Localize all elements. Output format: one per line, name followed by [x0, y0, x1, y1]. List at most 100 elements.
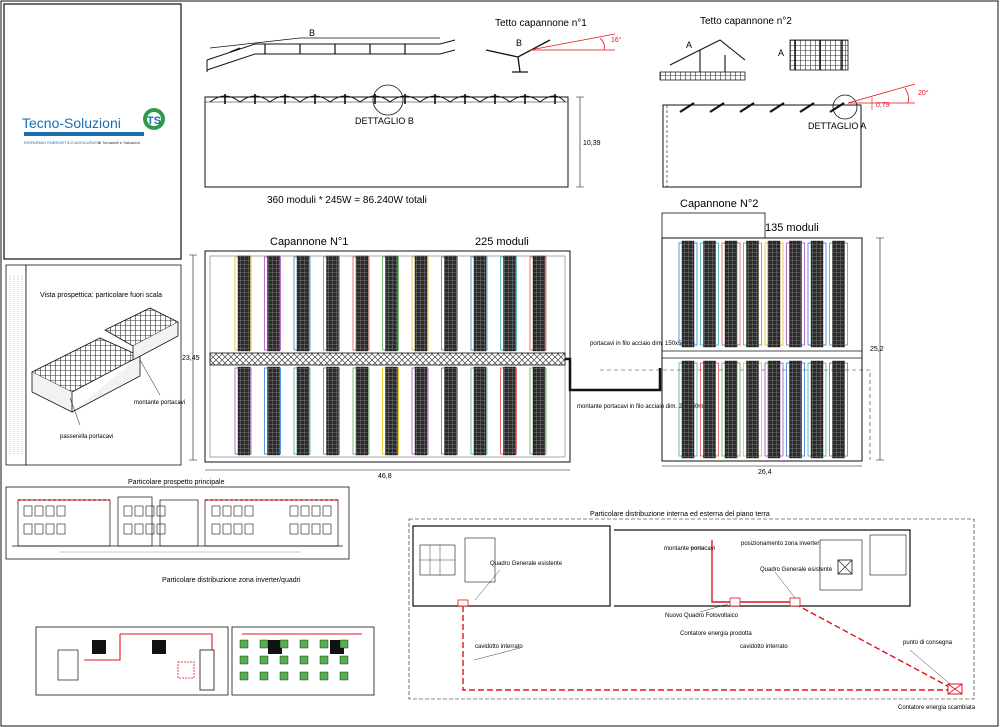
facade-window — [23, 505, 33, 517]
cap1-modules: 225 moduli — [475, 236, 529, 248]
plan-capannone-2: Capannone N°2 135 moduli 25,2 26,4 — [661, 198, 884, 476]
facade-window — [233, 505, 243, 517]
facade-window — [134, 505, 144, 517]
pv-array — [746, 360, 759, 459]
facade-window — [145, 505, 155, 517]
facade-window — [123, 523, 133, 535]
facade-window — [123, 505, 133, 517]
facade-window — [289, 523, 299, 535]
facade-window — [145, 523, 155, 535]
company-logo-icon: TS — [143, 108, 165, 130]
facade-window — [34, 523, 44, 535]
lbl-qg-left: Quadro Generale esistente — [490, 561, 563, 567]
pv-array — [267, 366, 280, 456]
roof-section-b: B — [206, 28, 456, 72]
inverter-unit — [339, 671, 349, 681]
height-dim: 10,39 — [583, 140, 601, 147]
pv-array — [326, 366, 339, 456]
lbl-montante: montante portacavi — [664, 546, 715, 552]
tetto2-dim: 0,79 — [876, 102, 890, 109]
dim-h1: 23,45 — [182, 355, 200, 362]
lbl-qg-right: Quadro Generale esistente — [760, 567, 833, 573]
inverter-unit — [259, 671, 269, 681]
facade-window — [134, 523, 144, 535]
pv-array — [789, 360, 802, 459]
lbl-contatore-prod: Contatore energia prodotta — [680, 631, 752, 637]
lbl-posizionamento: posizionamento zona inverter — [741, 541, 819, 547]
dettaglio-a-label: DETTAGLIO A — [808, 121, 866, 131]
tetto1-angle: 16° — [611, 36, 622, 44]
pv-array — [444, 366, 457, 456]
pv-array — [532, 255, 546, 352]
inverter-unit — [299, 671, 309, 681]
pv-array — [267, 255, 280, 352]
lbl-nuovo-quadro: Nuovo Quadro Fotovoltaico — [665, 613, 739, 619]
facade-window — [56, 523, 66, 535]
facade-window — [244, 505, 254, 517]
perspective-legend: Vista prospettica: particolare fuori sca… — [5, 264, 185, 466]
inverter-unit — [279, 639, 289, 649]
facade-window — [45, 523, 55, 535]
pv-array — [237, 366, 251, 456]
pv-array — [444, 255, 457, 352]
prospetto-principale: Particolare prospetto principale — [5, 479, 350, 560]
inverter-unit — [259, 655, 269, 665]
pv-array — [767, 360, 781, 459]
facade-window — [56, 505, 66, 517]
pv-array — [296, 366, 310, 456]
pv-array — [746, 240, 759, 348]
tetto-1-detail: Tetto capannone n°1 16° B — [485, 18, 622, 73]
inverter-unit — [339, 655, 349, 665]
elevation-capannone-1: DETTAGLIO B 10,39 — [204, 84, 601, 188]
pv-array — [724, 360, 738, 459]
facade-window — [244, 523, 254, 535]
inverter-unit — [299, 639, 309, 649]
inverter-title: Particolare distribuzione zona inverter/… — [162, 577, 301, 584]
label-a-left: A — [686, 40, 692, 50]
facade-window — [289, 505, 299, 517]
inverter-unit — [239, 671, 249, 681]
pv-array — [385, 366, 398, 456]
svg-text:TS: TS — [147, 115, 161, 127]
tetto-2-detail: Tetto capannone n°2 A A — [659, 16, 849, 81]
inverter-unit — [259, 639, 269, 649]
company-tagline: RISPARMIO ENERGETICO ASSICURATO — [24, 140, 100, 145]
pv-array — [703, 240, 716, 348]
pv-array — [326, 255, 339, 352]
tetto1-label-b: B — [516, 38, 522, 48]
pv-array — [473, 366, 487, 456]
legend-montante: montante portacavi — [134, 400, 185, 406]
inverter-zone: Particolare distribuzione zona inverter/… — [35, 577, 375, 696]
pv-array — [767, 240, 781, 348]
pv-array — [810, 240, 824, 348]
facade-window — [222, 505, 232, 517]
cable-tray-main — [209, 352, 566, 366]
facade-window — [156, 523, 166, 535]
inverter-unit — [319, 655, 329, 665]
pv-array — [355, 255, 369, 352]
pv-array — [789, 240, 802, 348]
note-portacavi: portacavi in filo acciaio dim. 150x50mm — [590, 341, 695, 347]
plan-capannone-1: Capannone N°1 225 moduli 23,45 46,8 — [182, 236, 571, 480]
tetto1-title: Tetto capannone n°1 — [495, 18, 587, 29]
lbl-cavidotto-right: cavidotto interrato — [740, 644, 788, 650]
tetto2-angle: 20° — [918, 89, 929, 97]
prospetto-title: Particolare prospetto principale — [128, 479, 225, 486]
pv-array — [296, 255, 310, 352]
pv-array — [810, 360, 824, 459]
inverter-unit — [279, 655, 289, 665]
facade-window — [45, 505, 55, 517]
facade-window — [233, 523, 243, 535]
dim-h2: 25,2 — [870, 346, 884, 353]
inverter-unit — [239, 639, 249, 649]
facade-window — [300, 505, 310, 517]
facade-window — [23, 523, 33, 535]
pv-array — [355, 366, 369, 456]
inverter-unit — [239, 655, 249, 665]
inverter-unit — [279, 671, 289, 681]
pv-array — [237, 255, 251, 352]
pv-array — [503, 366, 516, 456]
inverter-unit — [319, 639, 329, 649]
pv-array — [503, 255, 516, 352]
